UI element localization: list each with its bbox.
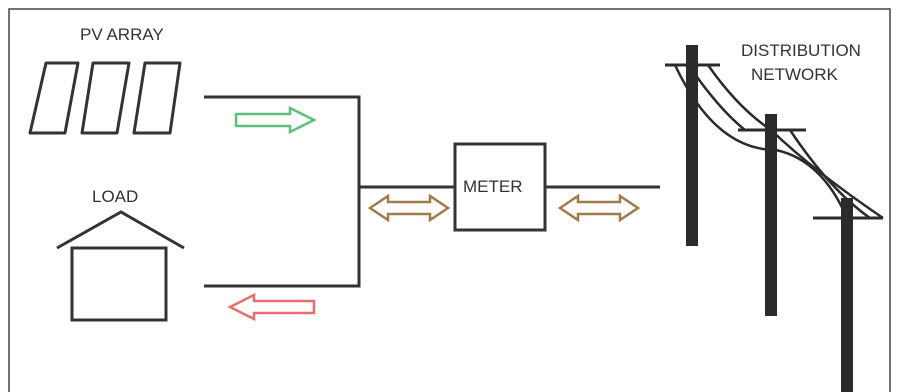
distribution-label: DISTRIBUTION xyxy=(741,41,861,60)
load-label: LOAD xyxy=(92,187,139,206)
pv-panel-3 xyxy=(132,61,182,135)
pv-to-junction-wire xyxy=(204,95,361,288)
bidirectional-arrow-icon-left xyxy=(367,193,451,223)
wires xyxy=(204,95,660,288)
power-line-4 xyxy=(788,129,871,220)
house-icon xyxy=(56,210,185,322)
import-arrow-icon xyxy=(227,292,316,322)
diagram-frame xyxy=(8,8,891,392)
pv-panel-2 xyxy=(80,61,131,135)
house-roof xyxy=(56,210,185,250)
power-line-1 xyxy=(673,64,849,219)
pv-array-icon xyxy=(28,61,182,135)
network-label: NETWORK xyxy=(751,65,838,84)
bidirectional-arrow-icon-right xyxy=(557,193,641,223)
house-body xyxy=(70,246,168,322)
meter-label: METER xyxy=(463,177,523,196)
power-line-2 xyxy=(706,64,884,220)
export-arrow-icon xyxy=(234,105,317,135)
power-line-3 xyxy=(690,69,746,131)
meter-box xyxy=(453,142,547,232)
utility-poles-icon xyxy=(665,45,884,392)
pv-array-label: PV ARRAY xyxy=(80,25,164,44)
pv-panel-1 xyxy=(28,61,80,135)
